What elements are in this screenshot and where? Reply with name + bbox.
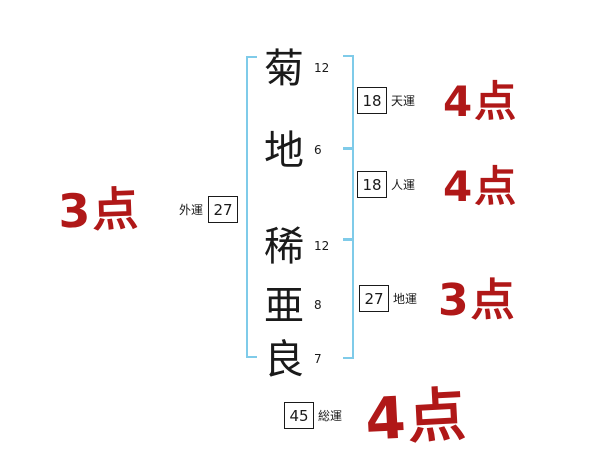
chiun-bracket <box>343 239 354 359</box>
stroke-count: 6 <box>314 143 322 157</box>
chiun-label: 地運 <box>393 292 418 306</box>
name-char-slot: 地 6 <box>264 128 322 176</box>
tenun-bracket <box>343 55 354 149</box>
souun-label: 総運 <box>318 409 343 423</box>
kanji-character: 菊 <box>264 46 304 92</box>
tenun-label: 天運 <box>391 94 416 108</box>
kanji-character: 地 <box>264 128 304 174</box>
stroke-count: 8 <box>314 298 322 312</box>
kanji-character: 亜 <box>264 283 304 329</box>
stroke-count: 12 <box>314 61 330 75</box>
tenun-value-box: 18 <box>357 87 387 114</box>
gaiun-bracket <box>246 56 257 358</box>
gaiun-label: 外運 <box>179 203 204 217</box>
score-jinun: 4点 <box>443 162 519 211</box>
kanji-character: 良 <box>264 337 304 383</box>
souun-value-box: 45 <box>284 402 314 429</box>
kanji-character: 稀 <box>264 224 304 270</box>
score-chiun: 3点 <box>438 275 517 326</box>
name-char-slot: 亜 8 <box>264 283 322 331</box>
score-gaiun: 3点 <box>57 181 142 239</box>
stroke-count: 7 <box>314 352 322 366</box>
name-char-slot: 菊 12 <box>264 46 329 94</box>
name-char-slot: 稀 12 <box>264 224 329 272</box>
name-char-slot: 良 7 <box>264 337 322 385</box>
stroke-count: 12 <box>314 239 330 253</box>
score-tenun: 4点 <box>443 77 519 126</box>
chiun-value-box: 27 <box>359 285 389 312</box>
gaiun-value-box: 27 <box>208 196 238 223</box>
score-souun: 4点 <box>363 380 470 454</box>
jinun-bracket <box>343 148 354 240</box>
jinun-label: 人運 <box>391 178 416 192</box>
jinun-value-box: 18 <box>357 171 387 198</box>
